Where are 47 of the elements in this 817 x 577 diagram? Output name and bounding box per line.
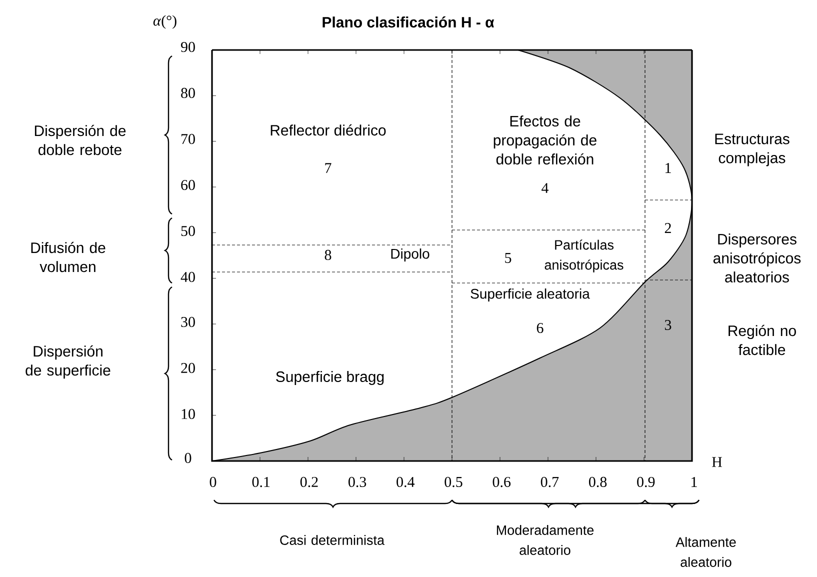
tick-label: 0.5 [444,476,462,488]
region-number: 8 [324,250,332,260]
region-label: Partículas anisotrópicas [533,238,635,274]
tick-label: 40 [180,272,195,282]
tick-label: 0.2 [300,476,318,488]
category-label: Estructuras complejas [715,134,790,166]
axis-label: α(°) [153,15,176,29]
tick-label: 0.3 [348,476,366,488]
region-number: 7 [325,163,332,173]
region-number: 1 [666,163,671,173]
region-label: Efectos de propagación de doble reflexión [494,116,596,164]
category-label: Moderadamente aleatorio [496,525,594,555]
region-label: Superficie bragg [276,371,384,385]
category-label: Dispersión de superficie [26,345,110,379]
tick-label: 10 [182,408,195,420]
category-label: Casi determinista [280,535,384,545]
tick-label: 0.4 [396,476,415,488]
tick-label: 0.9 [637,476,655,488]
tick-label: 0.8 [589,476,607,488]
tick-label: 90 [181,42,195,52]
tick-label: 0.7 [540,476,559,488]
region-number: 3 [664,320,672,330]
tick-label: 70 [182,134,195,144]
category-label: Dispersores anisotrópicos aleatorios [713,234,801,282]
title: Plano clasificación H - α [322,16,494,28]
tick-label: 0.1 [252,476,270,488]
category-label: Región no factible [728,324,796,356]
axis-label: H [712,457,722,467]
region-number: 5 [505,253,512,263]
region-number: 4 [542,183,549,193]
tick-label: 60 [181,180,195,190]
region-label: Dipolo [389,247,431,263]
category-label: Dispersión de doble rebote [34,124,126,156]
tick-label: 0.6 [492,476,511,488]
region-label: Superficie aleatoria [469,287,591,303]
tick-label: 0 [210,476,216,488]
region-number: 6 [536,322,544,334]
tick-label: 1 [692,477,697,487]
tick-label: 30 [181,316,195,328]
tick-label: 0 [184,452,192,464]
tick-label: 50 [181,226,195,236]
category-label: Altamente aleatorio [676,537,736,567]
category-label: Difusión de volumen [31,242,106,272]
region-number: 2 [664,223,671,233]
tick-label: 20 [181,362,195,374]
region-label: Reflector diédrico [270,124,386,136]
tick-label: 80 [181,88,195,98]
